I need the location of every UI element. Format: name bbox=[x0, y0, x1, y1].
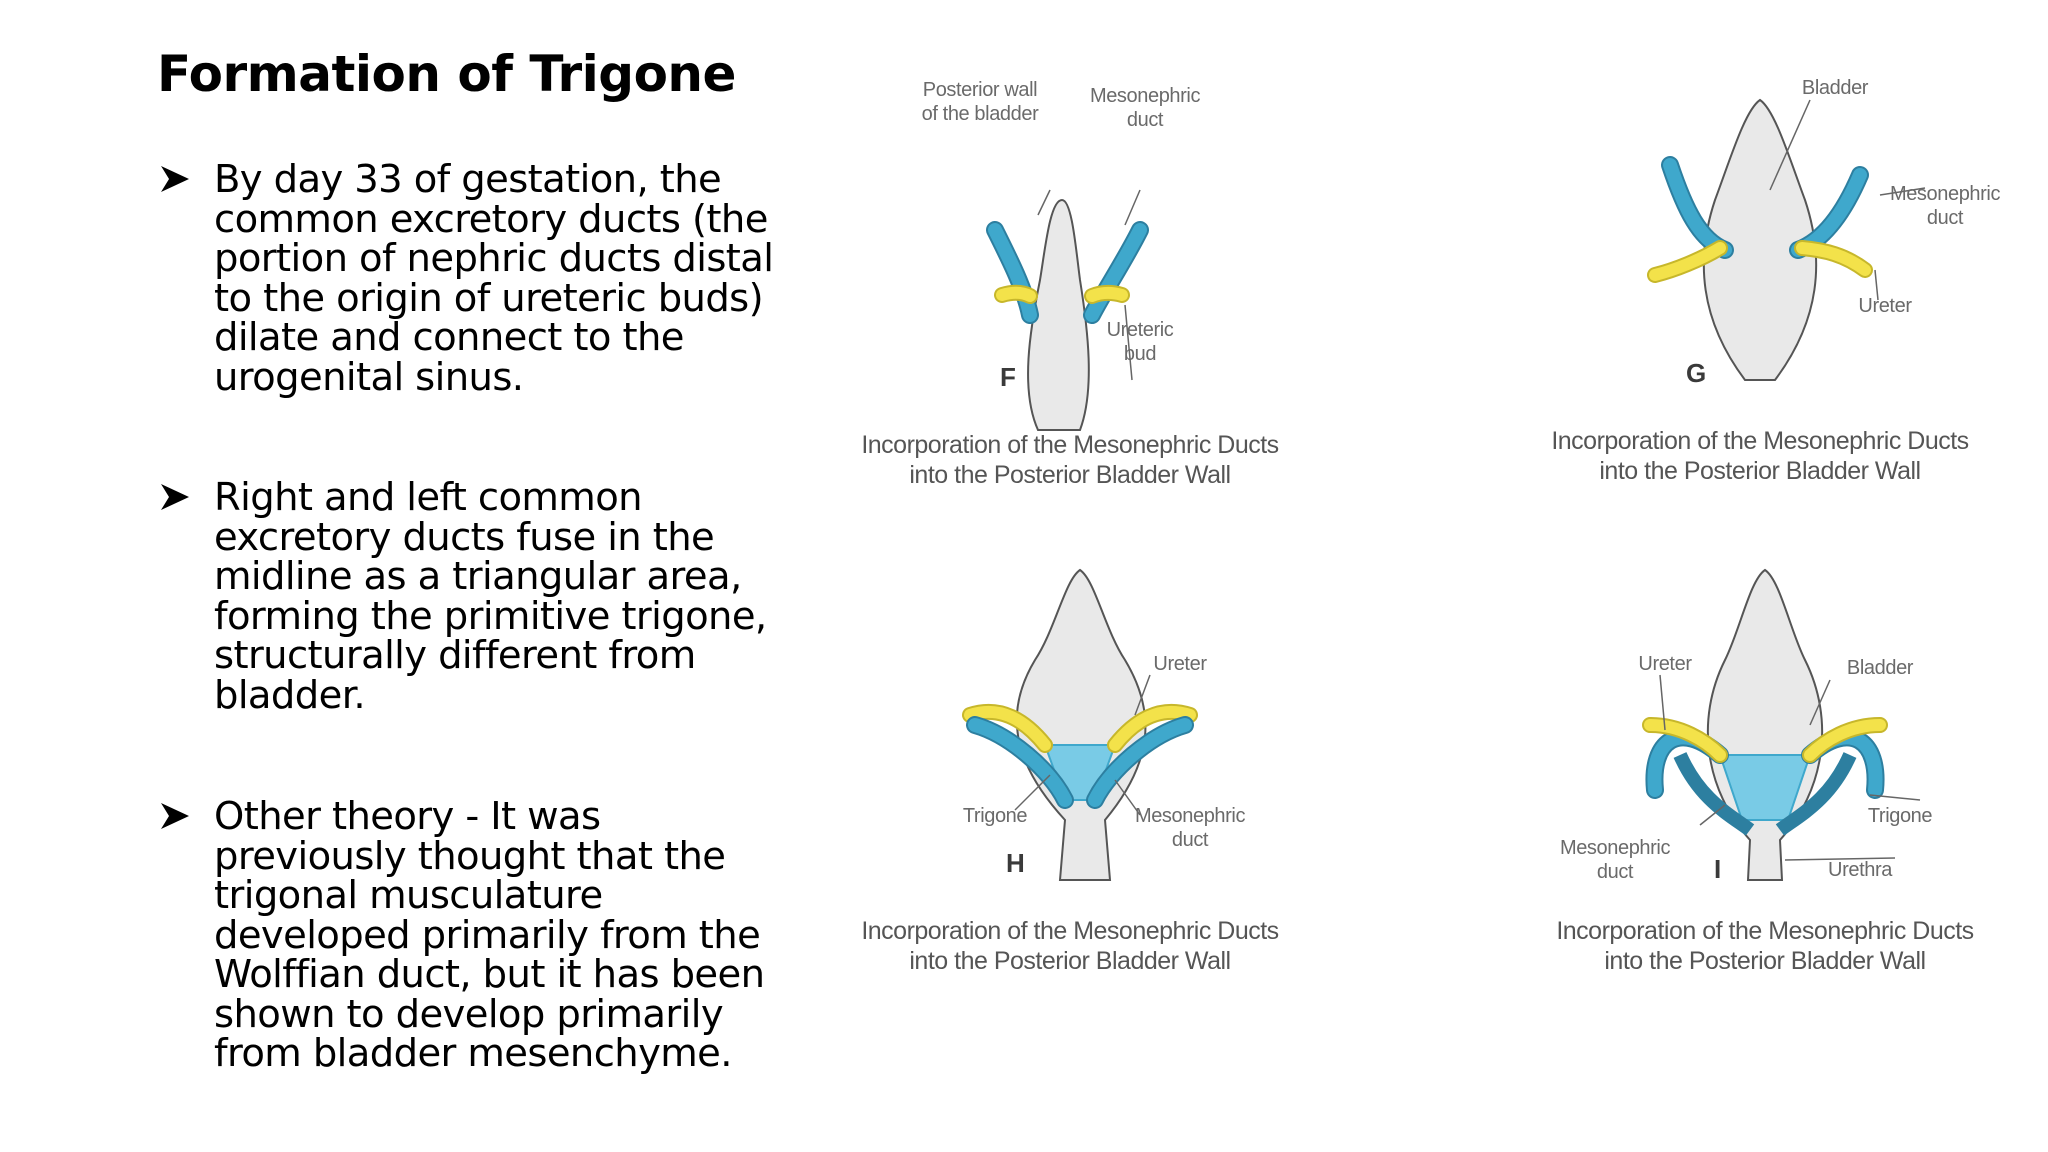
figure-letter: H bbox=[1006, 848, 1025, 878]
label-mesonephric-duct: Mesonephric duct bbox=[1559, 837, 1671, 883]
figure-caption: Incorporation of the Mesonephric Ducts i… bbox=[1551, 427, 1969, 485]
label-posterior-wall: Posterior wall of the bladder bbox=[921, 79, 1039, 125]
label-ureter: Ureter bbox=[1858, 295, 1912, 317]
label-ureter: Ureter bbox=[1153, 653, 1207, 675]
figure-f: Posterior wall of the bladder Mesonephri… bbox=[840, 70, 1310, 570]
figure-letter: F bbox=[1000, 362, 1016, 392]
label-mesonephric-duct: Mesonephric duct bbox=[1889, 183, 2001, 229]
arrow-bullet-icon bbox=[161, 166, 189, 192]
figure-caption: Incorporation of the Mesonephric Ducts i… bbox=[861, 431, 1279, 489]
arrow-bullet-icon bbox=[161, 484, 189, 510]
figure-i: Ureter Bladder Trigone Mesonephric duct … bbox=[1500, 560, 2030, 1060]
figure-g: Bladder Mesonephric duct Ureter G Incorp… bbox=[1510, 70, 2030, 570]
figure-i-illustration bbox=[1642, 568, 1921, 881]
label-bladder: Bladder bbox=[1801, 77, 1869, 99]
bullet-text: Right and left common excretory ducts fu… bbox=[214, 475, 767, 718]
figure-h: Ureter Trigone Mesonephric duct H Incorp… bbox=[810, 560, 1330, 1060]
bullet-text: By day 33 of gestation, the common excre… bbox=[214, 157, 774, 400]
label-ureter: Ureter bbox=[1638, 653, 1692, 675]
figure-g-illustration bbox=[1647, 98, 1926, 381]
label-bladder: Bladder bbox=[1846, 657, 1914, 679]
slide-title: Formation of Trigone bbox=[157, 45, 736, 103]
label-trigone: Trigone bbox=[962, 805, 1028, 827]
label-ureteric-bud: Ureteric bud bbox=[1106, 319, 1174, 365]
label-trigone: Trigone bbox=[1867, 805, 1933, 827]
label-mesonephric-duct: Mesonephric duct bbox=[1134, 805, 1246, 851]
figure-caption: Incorporation of the Mesonephric Ducts i… bbox=[1556, 917, 1974, 975]
figure-letter: I bbox=[1714, 854, 1722, 884]
figure-h-illustration bbox=[962, 568, 1198, 881]
label-mesonephric-duct: Mesonephric duct bbox=[1089, 85, 1201, 131]
bullet-text: Other theory - It was previously thought… bbox=[214, 794, 765, 1076]
label-urethra: Urethra bbox=[1828, 859, 1892, 881]
figure-caption: Incorporation of the Mesonephric Ducts i… bbox=[861, 917, 1279, 975]
figure-f-illustration bbox=[986, 189, 1149, 431]
figure-letter: G bbox=[1686, 358, 1707, 388]
arrow-bullet-icon bbox=[161, 803, 189, 829]
